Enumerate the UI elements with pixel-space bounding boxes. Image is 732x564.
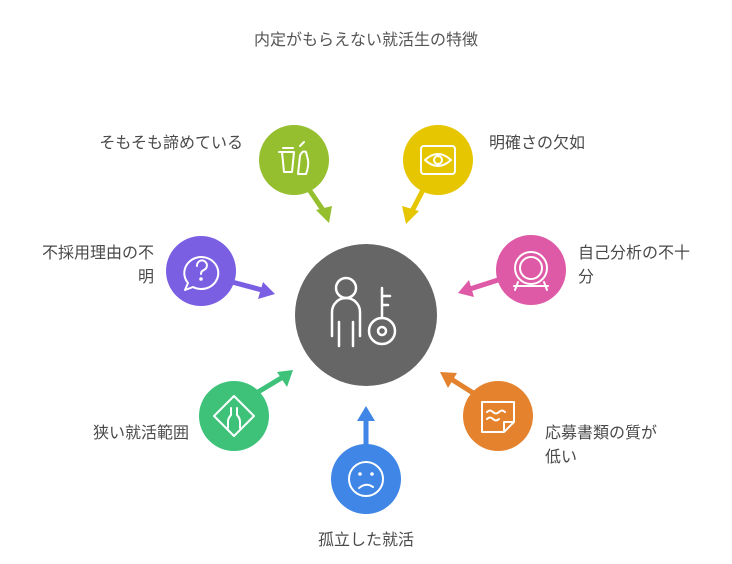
arrow-self-analysis: [458, 277, 499, 297]
sad-face-icon: [348, 461, 384, 497]
person-key-icon: [330, 276, 397, 348]
label-rejection-reason: 不採用理由の不 明: [41, 243, 154, 286]
mirror-icon: [513, 251, 549, 291]
node-low-quality-docs: [463, 381, 533, 451]
label-unclear-goal: 明確さの欠如: [489, 133, 586, 152]
arrow-giving-up: [305, 186, 332, 223]
node-isolated: [331, 444, 401, 514]
label-isolated: 孤立した就活: [317, 530, 414, 549]
node-self-analysis: [496, 235, 566, 305]
document-icon: [481, 401, 515, 433]
eye-icon: [420, 145, 456, 175]
road-narrows-sign-icon: [213, 395, 255, 437]
label-low-quality-docs: 応募書類の質が 低い: [545, 423, 658, 466]
node-unclear-goal: [403, 125, 473, 195]
diagram-title: 内定がもらえない就活生の特徴: [253, 30, 478, 49]
label-giving-up: そもそも諦めている: [99, 133, 243, 152]
label-narrow-scope: 狭い就活範囲: [92, 423, 189, 442]
node-narrow-scope: [199, 381, 269, 451]
center-node: [295, 244, 437, 386]
node-rejection-reason: [166, 236, 236, 306]
arrow-rejection-reason: [231, 279, 275, 299]
label-self-analysis: 自己分析の不十 分: [578, 243, 691, 286]
node-giving-up: [259, 125, 329, 195]
question-bubble-icon: [183, 256, 220, 291]
arrow-unclear-goal: [402, 186, 427, 224]
trash-hand-icon: [278, 141, 310, 175]
arrow-narrow-scope: [256, 370, 293, 395]
